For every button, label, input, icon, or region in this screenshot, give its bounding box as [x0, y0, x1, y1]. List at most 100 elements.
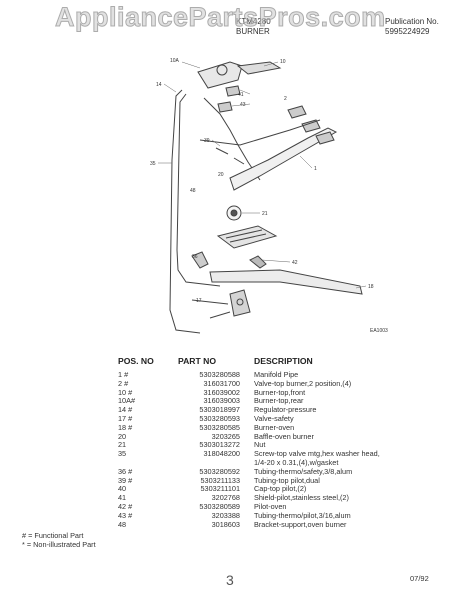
- note-functional-part: # = Functional Part: [22, 531, 84, 540]
- watermark-logo: AppliancePartsPros.com: [55, 2, 386, 33]
- part-cell: 5303013272: [199, 440, 240, 450]
- manifold-pipe: [203, 97, 261, 181]
- baffle-20: [216, 225, 278, 249]
- tube-36: [169, 89, 201, 334]
- desc-cell: Burner-top,rear: [254, 396, 304, 406]
- desc-line-1: Screw-top valve mtg,hex washer head,: [254, 449, 380, 459]
- bracket-48: [249, 255, 267, 269]
- burner-top-10: [236, 61, 282, 75]
- pilot-caps: [215, 147, 245, 165]
- pilot-oven-42: [191, 251, 209, 269]
- part-cell: 5303018997: [199, 405, 240, 415]
- desc-cell: Burner-top,front: [254, 387, 306, 397]
- pos-cell: 41: [118, 493, 127, 503]
- pos-cell: 20: [118, 431, 127, 441]
- publication-label: Publication No.: [385, 17, 439, 26]
- desc-line-2: 1/4-20 x 0.31,(4),w/gasket: [254, 457, 339, 467]
- pos-cell: 35: [118, 449, 127, 459]
- callout-35: 35: [150, 161, 156, 167]
- parts-list-table: POS. NO PART NO DESCRIPTION 1 # 530328058…: [110, 356, 464, 529]
- page-number: 3: [226, 572, 234, 588]
- desc-cell: Regulator-pressure: [254, 405, 317, 415]
- part-cell: 5303211101: [200, 484, 241, 494]
- callout-21: 21: [262, 211, 268, 217]
- publication-header: Publication No. 5995224929: [385, 17, 439, 37]
- part-cell: 5303280592: [199, 466, 240, 476]
- pilot-shield-41: [225, 85, 241, 97]
- part-cell: 316039002: [203, 387, 240, 397]
- note-non-illustrated-part: * = Non-illustrated Part: [22, 540, 96, 549]
- manifold-bar: [229, 127, 338, 191]
- legend-notes: # = Functional Part * = Non-illustrated …: [22, 531, 96, 549]
- pos-cell: 18 #: [118, 422, 133, 432]
- part-cell: 5303211133: [200, 475, 241, 485]
- callout-10A: 10A: [170, 58, 180, 64]
- exploded-parts-diagram: 10A 10 14 41 43 2 39 35 20 1 48 21 36 17…: [150, 58, 388, 334]
- valve-2-b: [301, 119, 321, 133]
- pilot-40: [217, 101, 233, 113]
- pos-cell: 1 #: [118, 370, 129, 379]
- table-header-row: POS. NO PART NO DESCRIPTION: [110, 356, 464, 371]
- part-cell: 3203388: [211, 510, 240, 520]
- table-row: 40 5303211101 Cap-top pilot,(2): [110, 485, 464, 494]
- desc-cell: Manifold Pipe: [254, 370, 299, 379]
- callout-2: 2: [284, 96, 287, 102]
- callout-17: 17: [196, 298, 202, 304]
- valve-safety-17: [229, 289, 251, 317]
- part-cell: 5303280588: [199, 370, 240, 379]
- part-cell: 3203265: [211, 431, 240, 441]
- part-cell: 316039003: [203, 396, 240, 406]
- part-cell: 5303280593: [199, 413, 240, 423]
- desc-cell: Pilot-oven: [254, 501, 287, 511]
- pos-cell: 21: [118, 440, 127, 450]
- model-number: KTM4280: [236, 17, 271, 26]
- pos-cell: 42 #: [118, 501, 133, 511]
- diagram-ref-code: EA1003: [370, 328, 388, 334]
- part-cell: 5303280589: [199, 501, 240, 511]
- callout-48: 48: [190, 188, 196, 194]
- part-cell: 3202768: [211, 493, 240, 503]
- valve-2-a: [287, 105, 307, 119]
- publication-date: 07/92: [410, 574, 429, 583]
- desc-cell: Tubing-top pilot,dual: [254, 475, 320, 485]
- part-cell: 3018603: [211, 519, 240, 529]
- callout-14: 14: [156, 82, 162, 88]
- desc-cell: Cap-top pilot,(2): [254, 484, 307, 494]
- table-row: 21 5303013272 Nut: [110, 441, 464, 450]
- desc-cell: Baffle-oven burner: [254, 431, 314, 441]
- pos-cell: 14 #: [118, 405, 133, 415]
- callout-10: 10: [280, 59, 286, 65]
- desc-cell: Bracket-support,oven burner: [254, 519, 347, 529]
- pos-cell: 39 #: [118, 475, 133, 485]
- desc-cell: Nut: [254, 440, 266, 450]
- desc-cell: Screw-top valve mtg,hex washer head,1/4-…: [254, 449, 464, 468]
- callout-20: 20: [218, 172, 224, 178]
- table-row: 48 3018603 Bracket-support,oven burner: [110, 519, 464, 530]
- table-row: 39 # 5303211133 Tubing-top pilot,dual: [110, 475, 464, 486]
- col-header-pos: POS. NO: [118, 356, 154, 366]
- part-cell: 316031700: [203, 378, 240, 388]
- callout-41: 41: [238, 92, 244, 98]
- pos-cell: 40: [118, 484, 127, 494]
- callout-39: 39: [204, 138, 210, 144]
- tube-43: [176, 93, 221, 287]
- pos-cell: 43 #: [118, 510, 133, 520]
- oven-burner-18: [209, 269, 363, 295]
- table-row: 42 # 5303280589 Pilot-oven: [110, 501, 464, 512]
- part-cell: 5303280585: [199, 422, 240, 432]
- table-row: 18 # 5303280585 Burner-oven: [110, 422, 464, 433]
- publication-number: 5995224929: [385, 27, 430, 36]
- table-row: 14 # 5303018997 Regulator-pressure: [110, 405, 464, 415]
- pos-cell: 48: [118, 519, 127, 529]
- pos-cell: 36 #: [118, 466, 133, 476]
- valve-2-c: [315, 131, 335, 145]
- desc-cell: Valve-top burner,2 position,(4): [254, 378, 352, 388]
- col-header-desc: DESCRIPTION: [254, 356, 313, 366]
- desc-cell: Burner-oven: [254, 422, 295, 432]
